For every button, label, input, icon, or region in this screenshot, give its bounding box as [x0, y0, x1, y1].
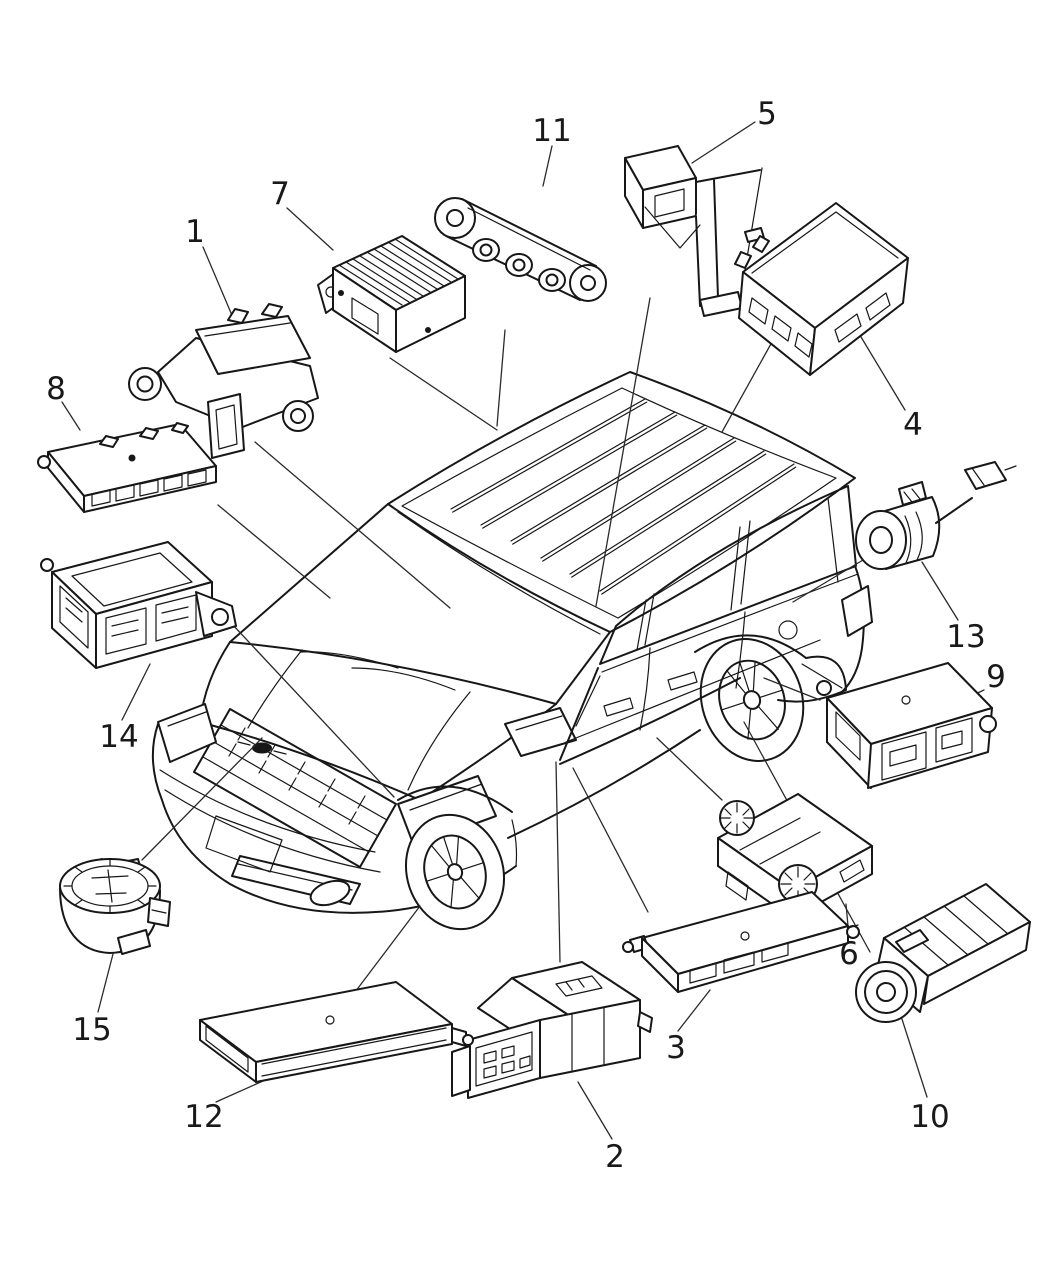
leader-line-4-1	[857, 331, 906, 411]
callout-number-14: 14	[99, 719, 138, 755]
leader-line-9-2	[763, 677, 821, 701]
part-12-slim-wide-module	[199, 981, 474, 1083]
callout-number-2: 2	[605, 1139, 625, 1175]
headlamp-left	[157, 703, 217, 763]
leader-line-7-1	[286, 207, 334, 251]
front-door-handle	[603, 697, 634, 717]
leader-line-13-1	[921, 561, 959, 621]
callout-number-1: 1	[185, 214, 205, 250]
part-8-long-module	[37, 422, 217, 513]
part-13-cylindrical-sensor	[855, 461, 1017, 570]
leader-line-15-2	[141, 737, 263, 861]
callout-number-7: 7	[270, 176, 290, 212]
part-1-bracket-sensor-module	[128, 303, 319, 459]
part-11-triple-connector-module	[434, 197, 607, 302]
rear-wheel-arch	[694, 634, 807, 659]
part-15-alarm-siren	[59, 858, 171, 955]
grommet-rosette-top	[719, 800, 755, 836]
leader-line-10-1	[900, 1015, 928, 1098]
front-wheel-arch	[397, 785, 513, 813]
leader-line-11-2	[496, 329, 506, 427]
callout-number-3: 3	[666, 1030, 686, 1066]
leader-line-3-2	[572, 767, 649, 913]
side-body	[507, 573, 859, 867]
part-4-control-module	[734, 202, 909, 376]
fuel-door	[778, 620, 798, 640]
callout-number-13: 13	[946, 619, 985, 655]
leader-line-7-2	[389, 357, 498, 431]
part-9-flat-module	[816, 662, 997, 789]
leader-line-8-2	[217, 504, 331, 599]
callout-number-5: 5	[757, 96, 777, 132]
rear-quarter	[777, 565, 873, 703]
roof-outline	[387, 371, 856, 633]
front-wheel	[404, 813, 506, 931]
hood-crease-right	[407, 691, 471, 791]
part-2-stepped-connector-module	[451, 961, 653, 1099]
part-6-fan-corner-module	[717, 793, 873, 919]
leader-line-4-2	[721, 341, 773, 433]
leader-line-6-2	[656, 737, 723, 801]
brand-badge	[252, 742, 272, 754]
part-14-airbag-control-module	[40, 541, 237, 669]
part-3-long-flat-module	[622, 891, 860, 993]
callout-number-10: 10	[910, 1099, 949, 1135]
callout-number-4: 4	[903, 407, 923, 443]
tail-lamp	[841, 585, 873, 637]
wiper-right	[351, 667, 456, 691]
leader-line-2-2	[555, 761, 561, 963]
roof-ribs	[450, 398, 797, 595]
sliding-door-handle	[667, 671, 698, 691]
callout-number-9: 9	[986, 659, 1006, 695]
leader-line-5-2	[595, 297, 651, 607]
leader-line-1-1	[202, 246, 235, 321]
leader-line-14-1	[121, 663, 151, 721]
part-10-barrel-connector-module	[855, 883, 1031, 1023]
leader-line-13-2	[792, 559, 864, 603]
hood-crease-left	[247, 649, 303, 729]
callout-number-11: 11	[532, 113, 571, 149]
leader-line-8-1	[61, 401, 81, 431]
leader-line-14-2	[231, 623, 395, 798]
leader-line-1-2	[254, 441, 451, 609]
part-5-bracketed-module	[624, 145, 765, 317]
side-mirror	[504, 675, 601, 757]
fog-lamp	[309, 879, 351, 907]
grille	[193, 708, 397, 868]
roof-inner-line	[401, 387, 837, 619]
leader-line-2-1	[577, 1081, 613, 1140]
hood	[199, 641, 557, 801]
part-7-finned-amplifier-module	[317, 235, 466, 353]
leader-line-5-1	[691, 121, 756, 164]
windshield-header-line	[397, 511, 601, 635]
callout-number-8: 8	[46, 371, 66, 407]
leader-line-11-1	[542, 145, 553, 187]
vehicle-illustration	[151, 371, 873, 931]
leader-line-12-2	[345, 905, 421, 1005]
leader-line-3-1	[677, 989, 711, 1032]
windshield	[229, 503, 611, 705]
leader-line-15-1	[97, 953, 114, 1013]
callout-number-15: 15	[72, 1012, 111, 1048]
wiper-left	[299, 651, 399, 669]
callout-number-12: 12	[184, 1099, 223, 1135]
